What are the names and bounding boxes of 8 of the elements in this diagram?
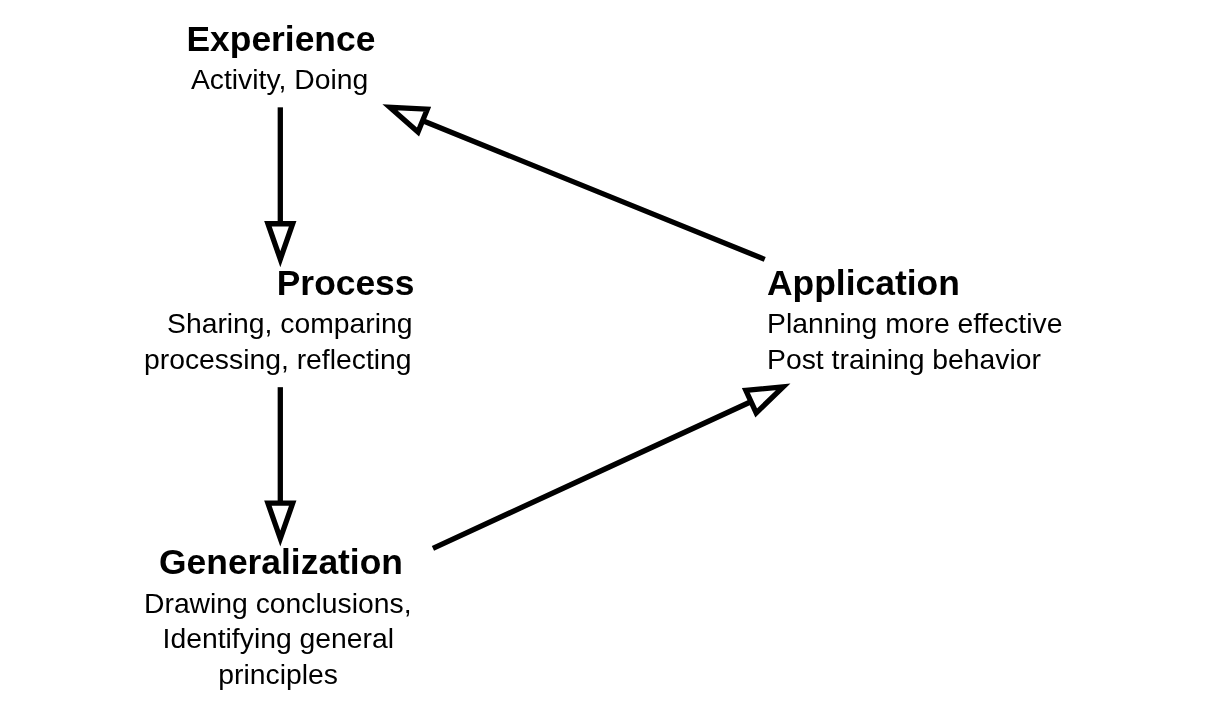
arrow	[431, 383, 790, 551]
node-text: Process Sharing, comparing processing, reflecting	[143, 262, 414, 375]
node-text: Application Planning more effective Post training behavior	[766, 262, 1062, 375]
arrow	[263, 387, 296, 547]
arrow	[263, 107, 296, 268]
node-text: Generalization Drawing conclusions, Identifying general principles	[143, 542, 412, 690]
arrow	[381, 104, 766, 262]
node-text: Experience Activity, Doing	[185, 18, 375, 96]
